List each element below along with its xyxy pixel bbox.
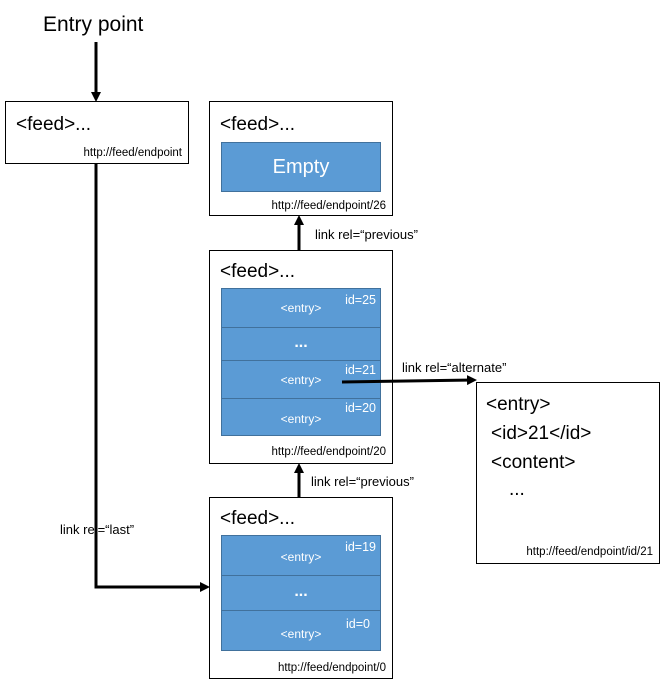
ellipsis-row: ... <box>222 575 380 611</box>
entry-line-ellipsis: ... <box>509 479 525 500</box>
entry-text: <entry> <box>280 301 322 315</box>
link-previous-lower-label: link rel=“previous” <box>311 474 414 489</box>
entry-text: <entry> <box>280 412 322 426</box>
entry-id: id=19 <box>345 540 376 554</box>
entry-stack: <entry> id=25 ... <entry> id=21 <entry> … <box>221 288 381 436</box>
entry-line-open: <entry> <box>486 394 551 415</box>
page-20-url: http://feed/endpoint/20 <box>271 446 386 458</box>
entry-id: id=0 <box>346 617 370 631</box>
entry-line-content: <content> <box>491 452 576 473</box>
last-link-arrow <box>94 164 210 592</box>
entry-id: id=21 <box>345 363 376 377</box>
entry-text: <entry> <box>280 550 322 564</box>
link-alternate-label: link rel=“alternate” <box>402 360 507 375</box>
endpoint-url: http://feed/endpoint <box>83 147 182 159</box>
entry-21-box[interactable]: <entry> <id>21</id> <content> ... http:/… <box>476 382 660 564</box>
feed-page-20-box[interactable]: <feed>... <entry> id=25 ... <entry> id=2… <box>209 250 393 464</box>
feed-tag: <feed>... <box>16 114 92 135</box>
page-26-url: http://feed/endpoint/26 <box>271 200 386 212</box>
entry-text: <entry> <box>280 627 322 641</box>
entry-id: id=25 <box>345 293 376 307</box>
entry-text: <entry> <box>280 373 322 387</box>
entry-row[interactable]: <entry> id=0 <box>222 610 380 653</box>
feed-endpoint-box[interactable]: <feed>... http://feed/endpoint <box>5 101 189 164</box>
feed-tag: <feed>... <box>220 114 296 135</box>
feed-tag: <feed>... <box>220 261 296 282</box>
page-0-url: http://feed/endpoint/0 <box>277 662 386 674</box>
entry-point-label: Entry point <box>43 13 144 36</box>
entry-line-id: <id>21</id> <box>491 423 592 444</box>
ellipsis: ... <box>294 583 308 600</box>
feed-page-0-box[interactable]: <feed>... <entry> id=19 ... <entry> id=0… <box>209 497 393 679</box>
entry-id: id=20 <box>345 401 376 415</box>
ellipsis-row: ... <box>222 327 380 361</box>
empty-label: Empty <box>272 156 330 178</box>
feed-page-26-box[interactable]: <feed>... Empty http://feed/endpoint/26 <box>209 101 393 216</box>
alternate-link-arrow <box>341 375 477 386</box>
entry-21-url: http://feed/endpoint/id/21 <box>526 546 653 558</box>
entry-row[interactable]: <entry> id=21 <box>222 360 380 399</box>
empty-block: Empty <box>221 142 381 192</box>
ellipsis: ... <box>294 334 308 351</box>
link-previous-upper-label: link rel=“previous” <box>315 227 418 242</box>
feed-tag: <feed>... <box>220 508 296 529</box>
entry-row[interactable]: <entry> id=25 <box>222 289 380 327</box>
entry-row[interactable]: <entry> id=20 <box>222 398 380 438</box>
entry-row[interactable]: <entry> id=19 <box>222 536 380 575</box>
entry-stack: <entry> id=19 ... <entry> id=0 <box>221 535 381 651</box>
